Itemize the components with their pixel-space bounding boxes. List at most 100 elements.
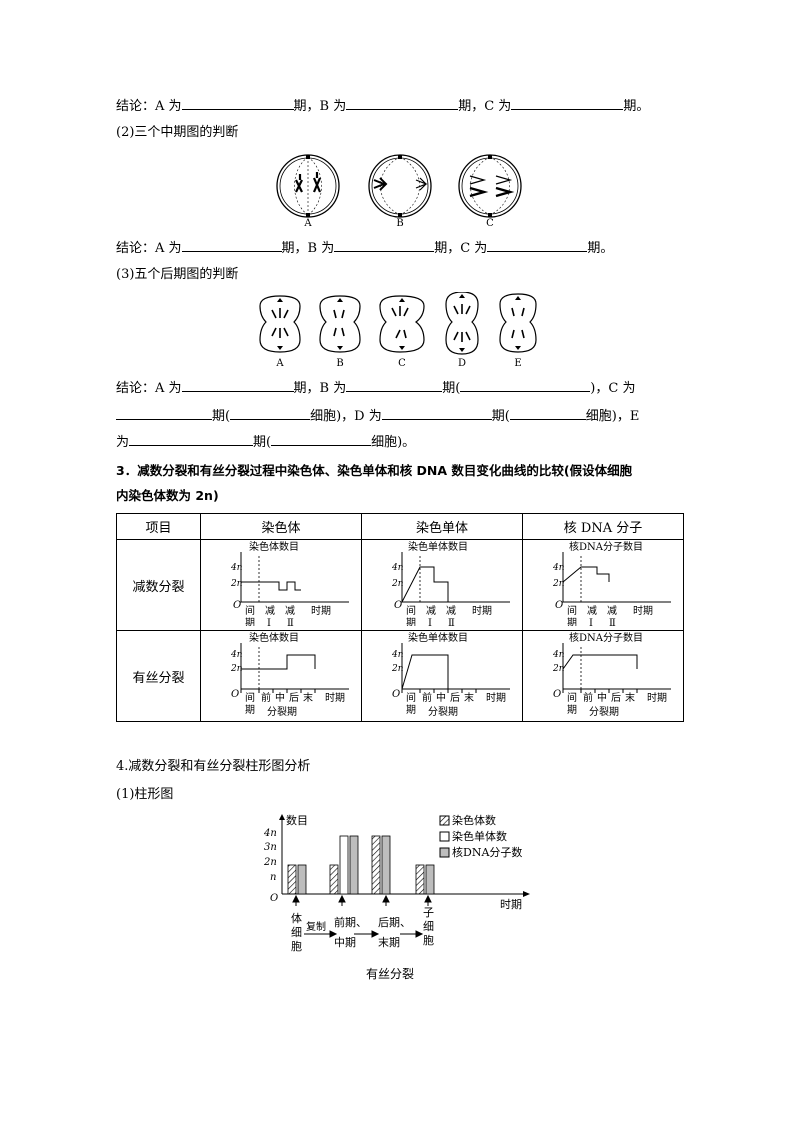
svg-text:Ⅰ: Ⅰ bbox=[428, 618, 432, 626]
blank[interactable] bbox=[460, 378, 590, 392]
svg-text:间: 间 bbox=[406, 604, 416, 617]
stage-3a: 后期、 bbox=[378, 916, 411, 929]
svg-text:间: 间 bbox=[567, 604, 577, 617]
svg-text:O: O bbox=[394, 600, 402, 611]
blank[interactable] bbox=[271, 432, 371, 446]
header-chromatid: 染色单体 bbox=[362, 514, 523, 540]
arrow-label-copy: 复制 bbox=[306, 920, 326, 933]
svg-text:期: 期 bbox=[567, 617, 577, 626]
label-e: E bbox=[514, 358, 521, 369]
svg-text:分裂期: 分裂期 bbox=[267, 705, 297, 717]
svg-text:减: 减 bbox=[607, 605, 617, 617]
svg-text:前: 前 bbox=[422, 691, 432, 704]
blank[interactable] bbox=[230, 406, 310, 420]
bars bbox=[288, 836, 434, 894]
svg-text:4n: 4n bbox=[552, 563, 565, 573]
svg-text:4n: 4n bbox=[230, 650, 243, 660]
graph-mitosis-chromatid: 染色单体数目 4n 2n O 间 前 中 后 末 期 分裂期 时期 bbox=[362, 631, 523, 722]
svg-text:Ⅱ: Ⅱ bbox=[609, 618, 616, 626]
svg-text:后: 后 bbox=[289, 692, 299, 704]
legend-dna: 核DNA分子数 bbox=[452, 845, 522, 859]
svg-text:末: 末 bbox=[625, 691, 635, 704]
blank[interactable] bbox=[182, 238, 282, 252]
sec2-heading: (2)三个中期图的判断 bbox=[116, 124, 238, 142]
svg-text:核DNA分子数目: 核DNA分子数目 bbox=[569, 631, 643, 644]
header-item: 项目 bbox=[117, 514, 201, 540]
svg-text:2n: 2n bbox=[391, 664, 404, 674]
svg-text:时期: 时期 bbox=[472, 605, 492, 617]
svg-text:期: 期 bbox=[245, 704, 255, 716]
blank[interactable] bbox=[346, 378, 442, 392]
svg-text:Ⅰ: Ⅰ bbox=[589, 618, 593, 626]
svg-text:间: 间 bbox=[245, 691, 255, 704]
svg-text:2n: 2n bbox=[391, 579, 404, 589]
svg-text:O: O bbox=[233, 600, 241, 611]
svg-text:4n: 4n bbox=[391, 650, 404, 660]
svg-text:O: O bbox=[555, 600, 563, 611]
svg-text:O: O bbox=[231, 689, 239, 700]
bar-dna-4 bbox=[426, 865, 434, 894]
bar-chart: 数目 4n 3n 2n n O 时期 染色体数 染色单体数 核DNA分子数 体 … bbox=[250, 808, 550, 990]
stage-2b: 中期 bbox=[334, 936, 356, 949]
svg-text:2n: 2n bbox=[230, 579, 243, 589]
sec3-heading: (3)五个后期图的判断 bbox=[116, 266, 238, 284]
stage-4a: 子 bbox=[423, 906, 434, 919]
header-chromosome: 染色体 bbox=[201, 514, 362, 540]
ytick-2n: 2n bbox=[263, 857, 277, 868]
blank[interactable] bbox=[334, 238, 434, 252]
blank[interactable] bbox=[382, 406, 492, 420]
label-a: A bbox=[303, 218, 312, 229]
svg-text:染色体数目: 染色体数目 bbox=[249, 631, 299, 644]
svg-text:时期: 时期 bbox=[647, 692, 667, 704]
blank[interactable] bbox=[511, 96, 623, 110]
bar-dna-2 bbox=[350, 836, 358, 894]
blank[interactable] bbox=[129, 432, 253, 446]
graph-meiosis-dna: 核DNA分子数目 4n 2n O 间 减 减 期 Ⅰ Ⅱ 时期 bbox=[523, 540, 684, 631]
svg-text:后: 后 bbox=[611, 692, 621, 704]
label-d: D bbox=[458, 358, 466, 369]
origin: O bbox=[270, 893, 278, 904]
blank[interactable] bbox=[116, 406, 212, 420]
graph-mitosis-dna: 核DNA分子数目 4n 2n O 间 前 中 后 末 期 分裂期 时期 bbox=[523, 631, 684, 722]
legend-chromatid: 染色单体数 bbox=[452, 829, 507, 843]
bar-chromosome-2 bbox=[330, 865, 338, 894]
svg-text:期: 期 bbox=[245, 617, 255, 626]
sec2-conclusion: 结论：A 为期，B 为期，C 为期。 bbox=[116, 238, 613, 258]
stage-4c: 胞 bbox=[423, 934, 434, 947]
ytick-4n: 4n bbox=[263, 828, 277, 839]
cell-e bbox=[500, 294, 536, 352]
blank[interactable] bbox=[487, 238, 587, 252]
svg-text:中: 中 bbox=[436, 691, 446, 704]
svg-text:分裂期: 分裂期 bbox=[589, 705, 619, 717]
bar-chromosome-1 bbox=[288, 865, 296, 894]
ytick-3n: 3n bbox=[264, 842, 277, 853]
label-c: C bbox=[486, 218, 494, 229]
cell-b bbox=[369, 155, 431, 217]
blank[interactable] bbox=[182, 378, 294, 392]
stage-1c: 胞 bbox=[291, 940, 302, 953]
svg-text:O: O bbox=[553, 689, 561, 700]
blank[interactable] bbox=[510, 406, 586, 420]
graph-meiosis-chromatid: 染色单体数目 4n 2n O 间 减 减 期 Ⅰ Ⅱ 时期 bbox=[362, 540, 523, 631]
svg-text:2n: 2n bbox=[230, 664, 243, 674]
svg-text:间: 间 bbox=[245, 604, 255, 617]
svg-text:间: 间 bbox=[567, 691, 577, 704]
sec3-conclusion-line1: 结论：A 为期，B 为期()，C 为 bbox=[116, 378, 635, 398]
blank[interactable] bbox=[182, 96, 294, 110]
graph-mitosis-chromosome: 染色体数目 4n 2n O 间 前 中 后 末 期 分裂期 时期 bbox=[201, 631, 362, 722]
blank[interactable] bbox=[346, 96, 458, 110]
y-axis-title: 数目 bbox=[286, 814, 308, 827]
svg-text:染色体数目: 染色体数目 bbox=[249, 540, 299, 553]
item4-heading: 4.减数分裂和有丝分裂柱形图分析 bbox=[116, 758, 310, 776]
bar-dna-3 bbox=[382, 836, 390, 894]
cell-a bbox=[260, 296, 300, 352]
cell-d bbox=[446, 292, 478, 354]
svg-text:中: 中 bbox=[597, 691, 607, 704]
svg-text:时期: 时期 bbox=[311, 605, 331, 617]
svg-text:期: 期 bbox=[406, 617, 416, 626]
svg-text:减: 减 bbox=[285, 605, 295, 617]
cell-c bbox=[459, 155, 521, 217]
stage-1b: 细 bbox=[291, 926, 302, 939]
svg-text:Ⅱ: Ⅱ bbox=[287, 618, 294, 626]
legend-swatch-chromosome bbox=[440, 816, 449, 825]
